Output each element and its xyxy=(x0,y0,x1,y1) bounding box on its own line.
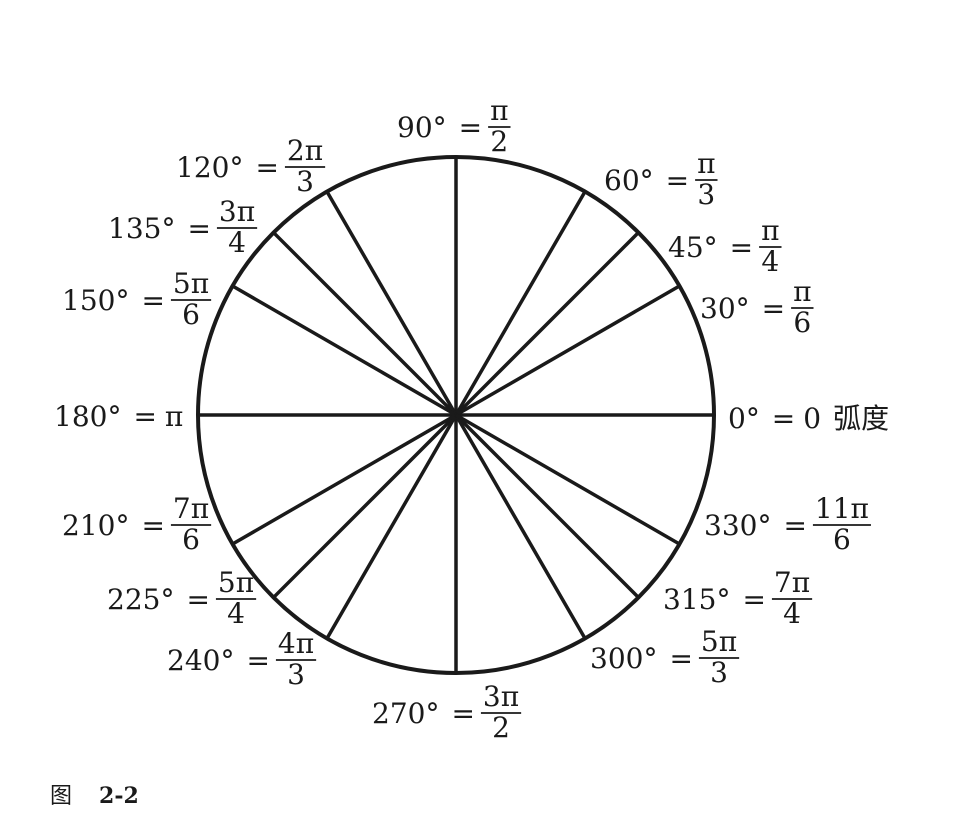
spoke-210 xyxy=(231,413,457,546)
fraction-denominator: 4 xyxy=(783,597,801,630)
fraction-denominator: 6 xyxy=(833,523,851,556)
angle-label-30: 30° =π6 xyxy=(700,275,814,339)
degree-text: 30° xyxy=(700,292,750,325)
angle-label-60: 60° =π3 xyxy=(604,147,718,211)
figure-caption: 图 2-2 xyxy=(50,778,139,810)
equals-sign: = xyxy=(459,111,482,144)
fraction-numerator: 7π xyxy=(774,566,810,599)
fraction-denominator: 3 xyxy=(296,165,314,198)
fraction-numerator: π xyxy=(793,275,811,308)
spoke-45 xyxy=(454,231,640,417)
angle-label-270: 270° =3π2 xyxy=(372,680,522,744)
degree-text: 180° xyxy=(54,400,121,433)
spoke-315 xyxy=(454,413,640,599)
equals-sign: = xyxy=(772,402,795,435)
fraction-denominator: 6 xyxy=(793,306,811,339)
angle-label-315: 315° =7π4 xyxy=(663,566,813,630)
degree-text: 270° xyxy=(372,697,439,730)
equals-sign: = xyxy=(187,583,210,616)
angle-label-240: 240° =4π3 xyxy=(167,627,317,691)
angle-label-300: 300° =5π3 xyxy=(590,625,740,689)
radian-value: π xyxy=(165,400,183,433)
equals-sign: = xyxy=(247,644,270,677)
angle-label-45: 45° =π4 xyxy=(668,214,782,278)
equals-sign: = xyxy=(730,231,753,264)
degree-text: 0° xyxy=(728,402,760,435)
equals-sign: = xyxy=(670,642,693,675)
radian-value: 0 xyxy=(803,402,821,435)
unit-circle xyxy=(196,155,716,675)
fraction-denominator: 4 xyxy=(227,597,245,630)
equals-sign: = xyxy=(188,212,211,245)
angle-label-0: 0° =0 弧度 xyxy=(728,402,889,435)
equals-sign: = xyxy=(762,292,785,325)
equals-sign: = xyxy=(784,509,807,542)
degree-text: 225° xyxy=(107,583,174,616)
angle-label-120: 120° =2π3 xyxy=(176,134,326,198)
fraction-numerator: π xyxy=(761,214,779,247)
fraction-numerator: 5π xyxy=(173,267,209,300)
angle-label-150: 150° =5π6 xyxy=(62,267,212,331)
angle-label-135: 135° =3π4 xyxy=(108,195,258,259)
degree-text: 330° xyxy=(704,509,771,542)
fraction-denominator: 3 xyxy=(710,656,728,689)
angle-spokes xyxy=(198,157,714,673)
fraction-denominator: 6 xyxy=(182,298,200,331)
fraction-numerator: 7π xyxy=(173,492,209,525)
fraction-numerator: 3π xyxy=(483,680,519,713)
spoke-135 xyxy=(272,231,458,417)
equals-sign: = xyxy=(452,697,475,730)
equals-sign: = xyxy=(142,509,165,542)
spoke-300 xyxy=(454,414,587,640)
equals-sign: = xyxy=(666,164,689,197)
degree-text: 315° xyxy=(663,583,730,616)
fraction-denominator: 4 xyxy=(761,245,779,278)
fraction-denominator: 2 xyxy=(490,125,508,158)
equals-sign: = xyxy=(256,151,279,184)
fraction-denominator: 6 xyxy=(182,523,200,556)
degree-text: 150° xyxy=(62,284,129,317)
spoke-30 xyxy=(455,284,681,417)
caption-number: 2-2 xyxy=(99,783,139,809)
degree-text: 240° xyxy=(167,644,234,677)
caption-prefix: 图 xyxy=(50,784,73,809)
fraction-numerator: 11π xyxy=(815,492,869,525)
spoke-240 xyxy=(325,414,458,640)
degree-text: 120° xyxy=(176,151,243,184)
fraction-numerator: π xyxy=(490,94,508,127)
fraction-numerator: 4π xyxy=(278,627,314,660)
fraction-numerator: 5π xyxy=(218,566,254,599)
fraction-numerator: 3π xyxy=(219,195,255,228)
fraction-denominator: 3 xyxy=(287,658,305,691)
equals-sign: = xyxy=(134,400,157,433)
equals-sign: = xyxy=(142,284,165,317)
spoke-330 xyxy=(455,413,681,546)
degree-text: 300° xyxy=(590,642,657,675)
degree-text: 60° xyxy=(604,164,654,197)
fraction-numerator: 2π xyxy=(287,134,323,167)
spoke-120 xyxy=(325,190,458,416)
fraction-numerator: π xyxy=(697,147,715,180)
radian-unit: 弧度 xyxy=(833,402,889,435)
spoke-60 xyxy=(454,190,587,416)
spoke-225 xyxy=(272,413,458,599)
angle-label-90: 90° =π2 xyxy=(397,94,511,158)
fraction-denominator: 3 xyxy=(697,178,715,211)
degree-text: 135° xyxy=(108,212,175,245)
degree-text: 90° xyxy=(397,111,447,144)
angle-label-210: 210° =7π6 xyxy=(62,492,212,556)
angle-label-225: 225° =5π4 xyxy=(107,566,257,630)
equals-sign: = xyxy=(743,583,766,616)
fraction-denominator: 4 xyxy=(228,226,246,259)
fraction-numerator: 5π xyxy=(701,625,737,658)
fraction-denominator: 2 xyxy=(492,711,510,744)
degree-text: 45° xyxy=(668,231,718,264)
degree-text: 210° xyxy=(62,509,129,542)
angle-label-180: 180° =π xyxy=(54,400,183,433)
spoke-150 xyxy=(231,284,457,417)
